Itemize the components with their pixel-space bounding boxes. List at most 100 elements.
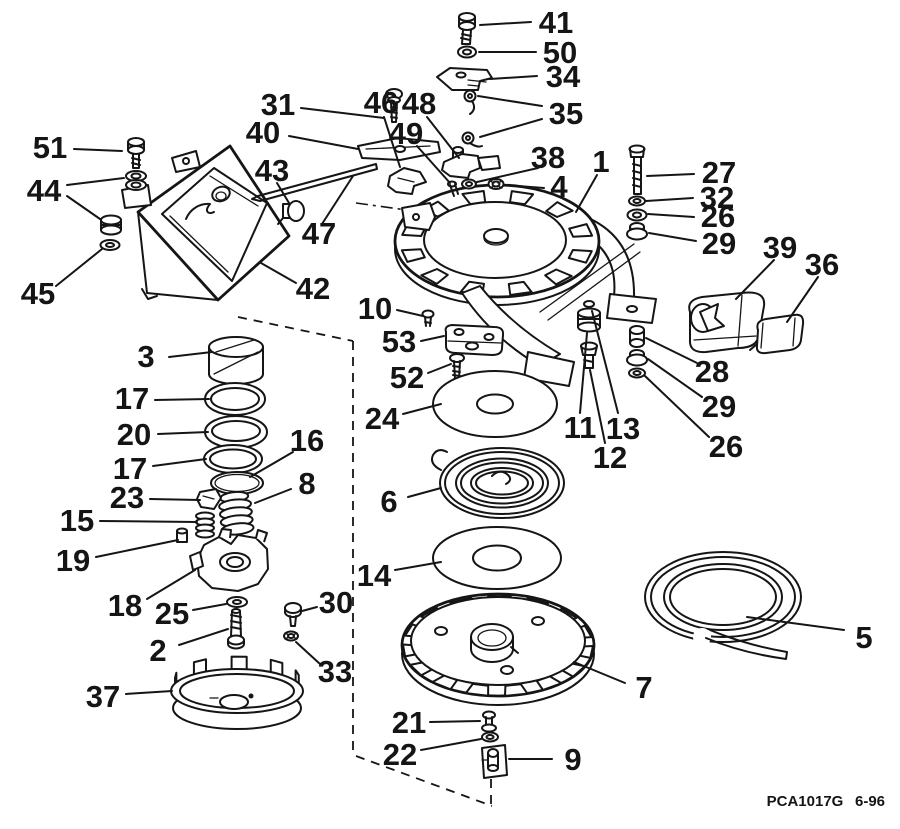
leader-line-29 <box>647 358 703 398</box>
part-30-drawing <box>284 602 302 627</box>
part-46-drawing <box>387 167 427 195</box>
leader-line-36 <box>786 276 819 323</box>
callout-28-28: 28 <box>695 354 729 389</box>
part-2-drawing <box>227 608 245 650</box>
callout-23-43: 23 <box>110 480 144 515</box>
part-31-drawing <box>385 88 403 123</box>
leader-line-21 <box>429 720 481 723</box>
leader-line-18 <box>146 569 196 600</box>
callout-44-17: 44 <box>27 173 62 208</box>
part-4-drawing <box>487 178 505 190</box>
leader-line-20 <box>157 431 209 435</box>
callout-21-53: 21 <box>392 705 426 740</box>
leader-line-10 <box>396 309 424 317</box>
leader-line-35 <box>479 118 543 138</box>
callout-47-20: 47 <box>302 216 336 251</box>
footer-document-code: PCA1017G <box>767 793 844 810</box>
part-5-drawing <box>644 551 802 660</box>
leader-line-17 <box>154 398 210 401</box>
leader-line-42 <box>260 262 297 284</box>
part-20-drawing <box>204 415 268 449</box>
part-21-drawing <box>481 710 497 733</box>
leader-line-31 <box>300 107 385 119</box>
leader-line-46 <box>383 116 401 168</box>
part-1-drawing <box>393 183 657 387</box>
part-23-drawing <box>196 488 222 510</box>
leader-line-35 <box>477 95 543 107</box>
part-22-drawing <box>481 731 499 743</box>
part-50-drawing <box>457 45 477 59</box>
callout-38-9: 38 <box>531 140 565 175</box>
callout-18-46: 18 <box>108 588 142 623</box>
callout-13-32: 13 <box>606 411 640 446</box>
part-38-drawing <box>461 178 477 190</box>
leader-line-14 <box>394 561 442 571</box>
callout-9-55: 9 <box>564 742 581 777</box>
callout-12-33: 12 <box>593 440 627 475</box>
leader-line-7 <box>573 661 626 684</box>
footer-date-code: 6-96 <box>855 793 885 810</box>
leader-line-33 <box>295 641 321 665</box>
part-35-drawing <box>461 89 483 148</box>
callout-8-42: 8 <box>298 466 315 501</box>
leader-line-29 <box>648 232 697 242</box>
part-53-drawing <box>444 324 505 356</box>
callout-41-0: 41 <box>539 5 573 40</box>
callout-42-21: 42 <box>296 271 330 306</box>
callout-7-52: 7 <box>635 670 652 705</box>
callout-53-25: 53 <box>382 324 416 359</box>
callout-43-19: 43 <box>255 153 289 188</box>
leader-line-11 <box>579 332 588 414</box>
callout-5-36: 5 <box>855 620 872 655</box>
leader-line-12 <box>589 369 606 444</box>
leader-line-13 <box>591 310 619 414</box>
leader-line-17 <box>152 458 207 467</box>
part-15-drawing <box>195 511 215 539</box>
leader-line-43 <box>276 182 290 204</box>
part-43-drawing <box>277 200 305 225</box>
callout-49-8: 49 <box>389 116 423 151</box>
leader-line-6 <box>407 487 442 498</box>
callout-15-44: 15 <box>60 503 94 538</box>
callout-31-4: 31 <box>261 87 295 122</box>
callout-29-15: 29 <box>702 226 736 261</box>
part-19-drawing <box>176 527 188 543</box>
callout-20-39: 20 <box>117 417 151 452</box>
part-11-drawing <box>577 307 601 333</box>
leader-line-8 <box>254 488 292 504</box>
leader-line-48 <box>426 116 460 159</box>
callout-11-31: 11 <box>564 410 597 445</box>
part-44-drawing <box>100 170 147 236</box>
part-26a-drawing <box>626 208 648 222</box>
callout-36-23: 36 <box>805 247 839 282</box>
callout-40-5: 40 <box>246 115 280 150</box>
part-9-drawing <box>481 744 508 779</box>
assembly-dashed-lines <box>237 202 493 807</box>
callout-1-11: 1 <box>592 144 609 179</box>
part-18-drawing <box>189 528 269 592</box>
callout-45-18: 45 <box>21 276 55 311</box>
leader-line-2 <box>178 628 229 646</box>
part-34-drawing <box>436 67 493 91</box>
callout-29-29: 29 <box>702 389 736 424</box>
callout-39-22: 39 <box>763 230 797 265</box>
callout-27-12: 27 <box>702 155 736 190</box>
leader-line-26 <box>647 213 695 218</box>
part-27-drawing <box>628 144 646 195</box>
part-36-drawing <box>749 313 805 355</box>
callout-33-50: 33 <box>318 654 352 689</box>
leader-line-39 <box>735 259 775 300</box>
part-3-drawing <box>208 336 264 385</box>
part-26b-drawing <box>628 367 646 379</box>
leader-line-24 <box>402 403 442 415</box>
leader-line-22 <box>420 738 482 751</box>
callout-51-16: 51 <box>33 130 67 165</box>
part-39-drawing <box>688 291 766 354</box>
leader-line-53 <box>420 335 445 342</box>
leader-line-44 <box>66 177 125 186</box>
leader-line-15 <box>99 520 198 523</box>
part-29a-drawing <box>626 222 648 241</box>
part-17a-drawing <box>204 382 266 416</box>
